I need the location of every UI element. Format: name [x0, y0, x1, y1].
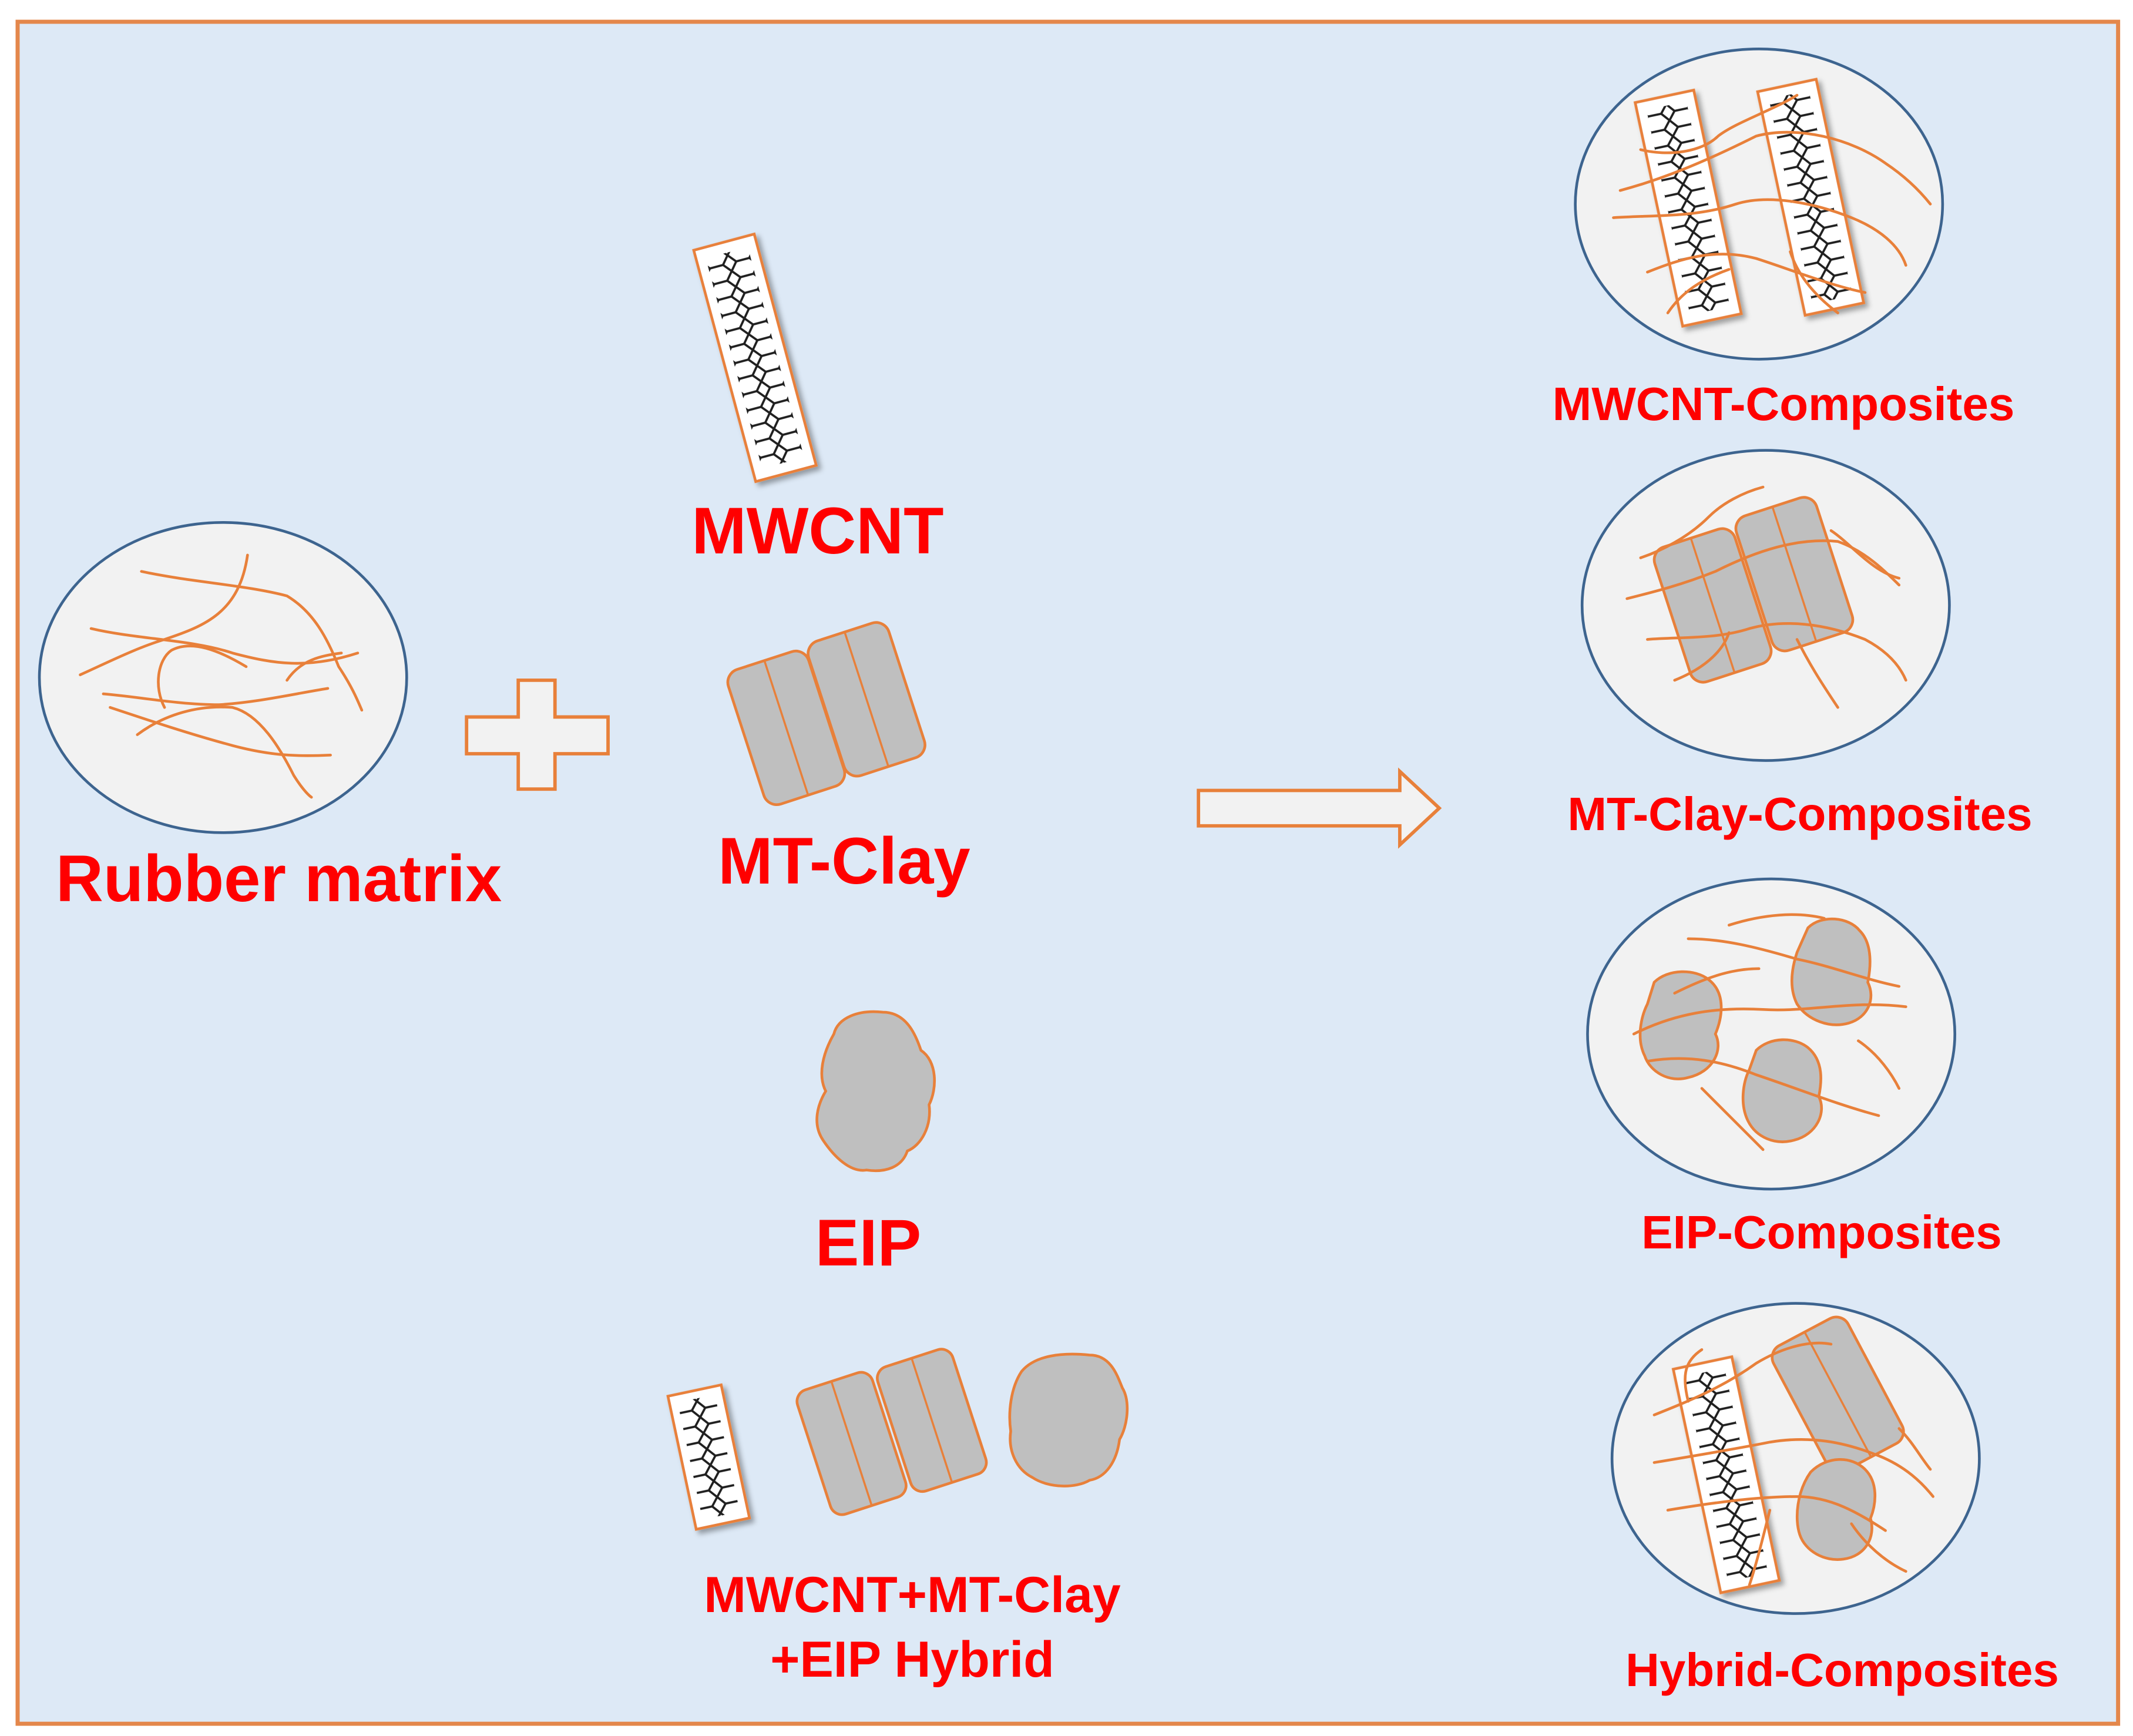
- hybrid-label-line1: MWCNT+MT-Clay: [704, 1567, 1121, 1623]
- mt-clay-composites-label: MT-Clay-Composites: [1567, 788, 2033, 840]
- rubber-matrix-circle: [38, 521, 408, 834]
- mt-clay-composites-circle: [1580, 449, 1951, 762]
- mwcnt-label: MWCNT: [691, 494, 944, 568]
- mwcnt-composites-circle: [1574, 48, 1944, 361]
- hybrid-composites-circle: [1610, 1302, 1981, 1615]
- arrow-right-icon: [1197, 767, 1442, 849]
- hybrid-nanotube-icon: [666, 1383, 751, 1531]
- eip-label: EIP: [815, 1206, 922, 1280]
- hybrid-composites-label: Hybrid-Composites: [1625, 1644, 2059, 1696]
- nanotube-icon: [692, 232, 818, 483]
- iron-particle-icon: [815, 1010, 936, 1173]
- rubber-matrix-label: Rubber matrix: [56, 842, 502, 915]
- mwcnt-composites-label: MWCNT-Composites: [1552, 378, 2015, 430]
- eip-composites-circle: [1586, 877, 1957, 1191]
- hybrid-clay-icon: [795, 1348, 988, 1516]
- hybrid-label-line2: +EIP Hybrid: [770, 1631, 1054, 1688]
- mt-clay-label: MT-Clay: [718, 824, 970, 898]
- hybrid-fillers-group: [666, 1348, 1129, 1531]
- clay-platelets-icon: [726, 621, 926, 806]
- hybrid-iron-particle-icon: [1008, 1352, 1129, 1487]
- eip-composites-label: EIP-Composites: [1641, 1206, 2002, 1258]
- plus-icon: [465, 679, 610, 791]
